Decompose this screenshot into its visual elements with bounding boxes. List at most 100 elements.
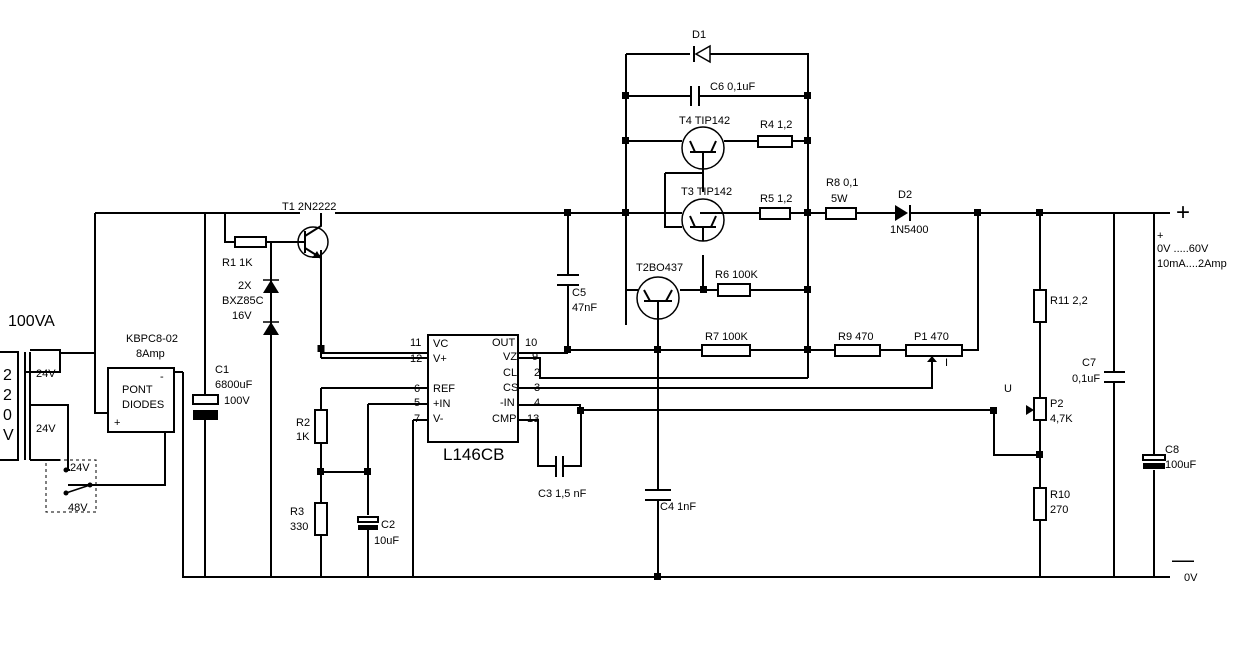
bridge-rating: 8Amp: [136, 348, 165, 360]
primary-digit-1: 2: [3, 367, 12, 384]
p1-label: P1 470: [914, 331, 949, 343]
ic-right-pin-num-9: 9: [532, 351, 538, 363]
output-plus-symbol: +: [1176, 199, 1190, 226]
zener-line3: 16V: [232, 310, 252, 322]
ic-right-pin-num-4: 4: [534, 397, 540, 409]
ic-right-pin-name-vz: VZ: [503, 351, 517, 363]
ic-left-pin-num-11: 11: [410, 337, 421, 349]
capacitor-c1: C1 6800uF 100V: [192, 364, 253, 420]
r1-label: R1 1K: [222, 257, 253, 269]
d2-part: 1N5400: [890, 224, 929, 236]
ic-left-pin-num-7: 7: [414, 413, 420, 425]
resistor-r1: R1 1K: [222, 236, 267, 269]
bridge-rectifier: KBPC8-02 8Amp PONT DIODES - +: [107, 333, 178, 433]
ic-right-pin-name-cs: CS: [503, 382, 518, 394]
bridge-line2: DIODES: [122, 399, 164, 411]
primary-digit-2: 2: [3, 387, 12, 404]
r2-name: R2: [296, 417, 310, 429]
potentiometer-p1: P1 470 I: [905, 331, 963, 369]
zener-line1: 2X: [238, 280, 252, 292]
primary-unit: V: [3, 427, 14, 444]
transistor-t2: T2BO437: [636, 262, 683, 320]
t3-label: T3 TIP142: [681, 186, 732, 198]
resistor-r6: R6 100K: [715, 269, 758, 297]
potentiometer-p2: U P2 4,7K: [1004, 383, 1073, 425]
secondary-upper-label: 24V: [36, 368, 56, 380]
zener-diodes: 2X BXZ85C 16V: [222, 279, 279, 335]
capacitor-c5: C5 47nF: [557, 274, 597, 314]
c2-value: 10uF: [374, 535, 399, 547]
zener-line2: BXZ85C: [222, 295, 264, 307]
ic-right-pin-name-cmp: CMP: [492, 413, 516, 425]
ic-l146cb: L146CB 11 VC 12 V+ 6 REF 5 +IN 7 V- OUT …: [410, 334, 540, 464]
d2-name: D2: [898, 189, 912, 201]
ic-left-pin-name-vminus: V-: [433, 413, 444, 425]
output-terminals: + + 0V .....60V 10mA....2Amp — 0V: [1157, 199, 1227, 584]
ic-right-pin-num-2: 2: [534, 367, 540, 379]
wires: [25, 53, 1170, 578]
bridge-plus: +: [114, 417, 120, 429]
resistor-r10: R10 270: [1033, 487, 1070, 521]
resistor-r11: R11 2,2: [1033, 289, 1088, 323]
ic-left-pin-num-5: 5: [414, 397, 420, 409]
transistor-t3: T3 TIP142: [681, 186, 732, 242]
selector-pos-a: 24V: [70, 462, 90, 474]
capacitor-c6: C6 0,1uF: [690, 81, 756, 106]
r8-power: 5W: [831, 193, 848, 205]
transformer-power: 100VA: [8, 313, 55, 330]
r11-label: R11 2,2: [1050, 295, 1088, 307]
resistor-r5: R5 1,2: [759, 193, 792, 220]
c5-name: C5: [572, 287, 586, 299]
ic-left-pin-num-12: 12: [410, 353, 422, 365]
c1-value: 6800uF: [215, 379, 253, 391]
output-current: 10mA....2Amp: [1157, 258, 1227, 270]
r4-label: R4 1,2: [760, 119, 792, 131]
r5-label: R5 1,2: [760, 193, 792, 205]
secondary-lower-label: 24V: [36, 423, 56, 435]
primary-digit-3: 0: [3, 407, 12, 424]
capacitor-c2: C2 10uF: [357, 516, 399, 547]
t2-label: T2BO437: [636, 262, 683, 274]
t1-label: T1 2N2222: [282, 201, 336, 213]
ic-name: L146CB: [443, 445, 504, 464]
resistor-r7: R7 100K: [701, 331, 751, 357]
capacitor-c4: C4 1nF: [645, 489, 696, 513]
junction-dots: [317, 92, 1043, 580]
ic-right-pin-name-cl: CL: [503, 367, 517, 379]
r7-label: R7 100K: [705, 331, 748, 343]
capacitor-c8: C8 100uF: [1142, 444, 1196, 471]
ic-left-pin-num-6: 6: [414, 383, 420, 395]
diode-d1: D1: [692, 29, 711, 64]
ic-left-pin-name-vplus: V+: [433, 353, 447, 365]
r8-label: R8 0,1: [826, 177, 858, 189]
c3-label: C3 1,5 nF: [538, 488, 587, 500]
c6-label: C6 0,1uF: [710, 81, 756, 93]
p2-name: P2: [1050, 398, 1063, 410]
r6-label: R6 100K: [715, 269, 758, 281]
p2-value: 4,7K: [1050, 413, 1073, 425]
ic-right-pin-num-13: 13: [527, 413, 539, 425]
bridge-minus: -: [160, 371, 164, 383]
diode-d2: D2 1N5400: [890, 189, 929, 236]
c1-voltage: 100V: [224, 395, 250, 407]
ic-left-pin-name-plus-in: +IN: [433, 398, 450, 410]
c2-name: C2: [381, 519, 395, 531]
u-label: U: [1004, 383, 1012, 395]
c4-label: C4 1nF: [660, 501, 696, 513]
resistor-r4: R4 1,2: [757, 119, 793, 148]
ic-right-pin-num-3: 3: [534, 382, 540, 394]
ic-left-pin-name-vc: VC: [433, 338, 448, 350]
capacitor-c7: C7 0,1uF: [1072, 357, 1125, 385]
r9-label: R9 470: [838, 331, 873, 343]
r10-name: R10: [1050, 489, 1070, 501]
r2-value: 1K: [296, 431, 310, 443]
transistor-t4: T4 TIP142: [679, 115, 730, 170]
r3-value: 330: [290, 521, 308, 533]
p1-wiper: I: [945, 357, 948, 369]
resistor-r2: R2 1K: [296, 409, 328, 444]
transformer: 100VA 2 2 0 V 24V 24V: [0, 313, 56, 461]
c7-value: 0,1uF: [1072, 373, 1100, 385]
selector-pos-b: 48V: [68, 502, 88, 514]
c7-name: C7: [1082, 357, 1096, 369]
